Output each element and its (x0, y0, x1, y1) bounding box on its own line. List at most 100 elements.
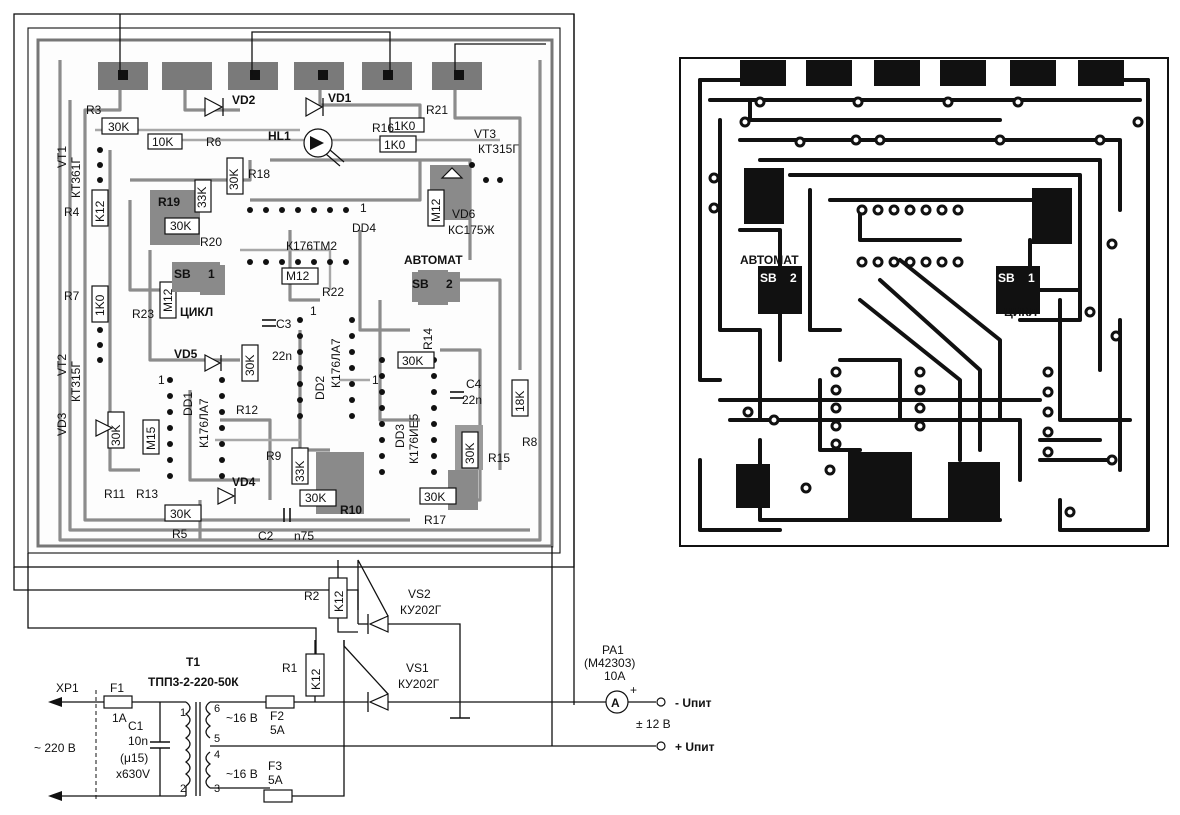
capacitor-symbols (262, 319, 464, 522)
svg-text:(М42303): (М42303) (584, 656, 635, 670)
svg-text:К176ЛА7: К176ЛА7 (329, 338, 343, 388)
transformer-t1 (184, 701, 270, 796)
resistor-r9 (291, 447, 309, 485)
svg-text:R3: R3 (86, 103, 102, 117)
resistor-r17 (419, 487, 457, 505)
resistor-r8 (511, 379, 529, 417)
resistor-r12 (241, 344, 259, 382)
svg-text:R20: R20 (200, 235, 222, 249)
svg-text:1K0: 1K0 (384, 138, 406, 152)
foil-labels: АВТОМАТ SB 2 SB 1 ЦИКЛ (740, 253, 1037, 319)
svg-text:R16: R16 (372, 121, 394, 135)
svg-text:5A: 5A (270, 723, 285, 737)
svg-text:F3: F3 (268, 759, 282, 773)
svg-text:SB: SB (760, 271, 777, 285)
svg-text:+: + (630, 683, 637, 697)
resistor-r19 (194, 179, 212, 213)
resistor-r21 (389, 117, 425, 133)
fuse-f3 (263, 789, 293, 803)
svg-text:ЦИКЛ: ЦИКЛ (1004, 305, 1037, 319)
svg-text:DD4: DD4 (352, 221, 376, 235)
svg-text:SB: SB (174, 267, 191, 281)
svg-text:K12: K12 (309, 668, 323, 690)
diode-vd1 (305, 96, 324, 118)
svg-text:VD5: VD5 (174, 347, 198, 361)
svg-text:R17: R17 (424, 513, 446, 527)
svg-text:VS1: VS1 (406, 661, 429, 675)
svg-text:КТ315Г: КТ315Г (69, 361, 83, 402)
svg-text:± 12 В: ± 12 В (636, 717, 671, 731)
svg-text:PA1: PA1 (602, 643, 624, 657)
resistor-r10 (299, 489, 337, 507)
svg-text:VS2: VS2 (408, 587, 431, 601)
svg-text:5: 5 (214, 733, 220, 745)
svg-text:R11: R11 (104, 487, 125, 501)
diode-vd5 (204, 354, 222, 372)
svg-text:R9: R9 (266, 449, 282, 463)
svg-text:T1: T1 (186, 655, 200, 669)
led-hl1 (303, 128, 345, 167)
svg-text:30K: 30K (402, 354, 423, 368)
fuse-f2 (265, 695, 295, 709)
diode-symbols (95, 96, 464, 505)
resistor-r4 (91, 189, 109, 227)
svg-text:R5: R5 (172, 527, 188, 541)
svg-text:30K: 30K (305, 491, 326, 505)
svg-text:30K: 30K (108, 120, 129, 134)
svg-text:VD2: VD2 (232, 93, 256, 107)
resistor-r18 (226, 157, 244, 195)
button-sb1 (172, 262, 220, 292)
fuse-f1 (103, 695, 133, 709)
svg-text:R10: R10 (340, 503, 362, 517)
svg-text:HL1: HL1 (268, 129, 291, 143)
svg-text:1A: 1A (112, 711, 127, 725)
diode-vd4 (217, 487, 236, 505)
svg-text:ТПП3-2-220-50К: ТПП3-2-220-50К (148, 675, 239, 689)
svg-text:~ 220 В: ~ 220 В (34, 741, 76, 755)
svg-text:5A: 5A (268, 773, 283, 787)
svg-text:~16 В: ~16 В (226, 767, 258, 781)
svg-text:DD3: DD3 (393, 424, 407, 448)
svg-text:К176ИЕ5: К176ИЕ5 (407, 413, 421, 464)
svg-text:1: 1 (1028, 271, 1035, 285)
svg-text:30K: 30K (109, 425, 123, 446)
svg-text:C2: C2 (258, 529, 274, 543)
resistor-r16 (379, 135, 417, 153)
svg-text:10n: 10n (128, 734, 148, 748)
svg-text:M15: M15 (144, 426, 158, 450)
svg-text:F1: F1 (110, 681, 124, 695)
resistor-r3 (101, 117, 139, 135)
terminal-pads (98, 62, 482, 90)
svg-text:30K: 30K (424, 490, 445, 504)
svg-text:30K: 30K (243, 355, 257, 376)
svg-text:R22: R22 (322, 285, 344, 299)
power-schematic: R2 K12 VS2 КУ202Г R1 K12 VS1 КУ202Г (13, 14, 715, 803)
svg-text:VD1: VD1 (328, 91, 352, 105)
svg-text:M12: M12 (286, 269, 310, 283)
svg-text:K12: K12 (332, 590, 346, 612)
svg-text:SB: SB (412, 277, 429, 291)
diode-vd6 (440, 167, 464, 179)
pcb-labels: R3 VD2 VD1 R21 30K 10K 1K0 1K0 HL1 R6 R1… (55, 91, 538, 543)
svg-text:VD6: VD6 (452, 207, 476, 221)
svg-text:АВТОМАТ: АВТОМАТ (740, 253, 799, 267)
svg-text:R12: R12 (236, 403, 258, 417)
svg-text:M12: M12 (161, 288, 175, 312)
resistor-r20 (164, 217, 200, 235)
resistor-r13 (142, 419, 160, 455)
resistor-r7 (91, 285, 109, 323)
svg-text:4: 4 (214, 749, 220, 761)
svg-text:2: 2 (790, 271, 797, 285)
svg-text:30K: 30K (170, 219, 191, 233)
svg-text:SB: SB (998, 271, 1015, 285)
svg-text:M12: M12 (429, 198, 443, 222)
svg-text:R8: R8 (522, 435, 538, 449)
svg-text:30K: 30K (227, 169, 241, 190)
svg-text:VT3: VT3 (474, 127, 496, 141)
svg-text:R6: R6 (206, 135, 222, 149)
svg-text:R19: R19 (158, 195, 180, 209)
svg-text:DD2: DD2 (313, 376, 327, 400)
svg-text:1: 1 (208, 267, 215, 281)
